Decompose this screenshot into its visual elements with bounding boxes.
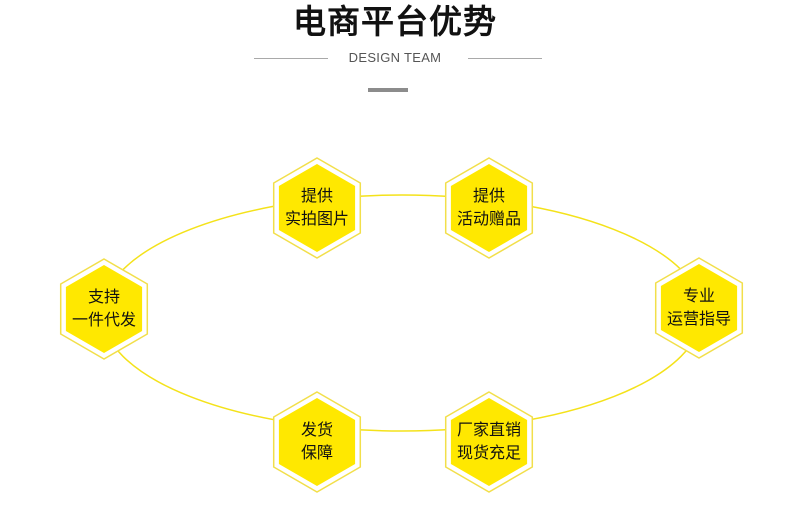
node-line1: 提供 (472, 186, 505, 205)
hex-fill-dropship (65, 265, 143, 353)
hex-fill-gifts (450, 164, 528, 252)
node-line2: 实拍图片 (284, 209, 349, 228)
node-label-direct: 厂家直销 现货充足 (434, 418, 544, 464)
node-label-shipping: 发货 保障 (262, 418, 372, 464)
node-line1: 提供 (300, 186, 333, 205)
node-label-gifts: 提供 活动赠品 (434, 184, 544, 230)
node-line2: 运营指导 (666, 309, 731, 328)
connecting-ring (101, 194, 703, 432)
hex-fill-guidance (660, 264, 738, 352)
node-line1: 厂家直销 (456, 420, 521, 439)
node-line1: 发货 (300, 420, 333, 439)
hex-fill-direct (450, 398, 528, 486)
node-line2: 保障 (300, 443, 333, 462)
hexagon-layer (59, 157, 744, 493)
hex-fill-shipping (278, 398, 356, 486)
node-line1: 支持 (87, 287, 120, 306)
node-label-photos: 提供 实拍图片 (262, 184, 372, 230)
node-line1: 专业 (682, 286, 715, 305)
subtitle-row: DESIGN TEAM (0, 48, 790, 68)
subtitle-right-line (468, 58, 542, 59)
node-line2: 活动赠品 (456, 209, 521, 228)
subtitle-left-line (254, 58, 328, 59)
node-label-guidance: 专业 运营指导 (644, 284, 754, 330)
node-label-dropship: 支持 一件代发 (49, 285, 159, 331)
hex-fill-photos (278, 164, 356, 252)
node-line2: 一件代发 (71, 310, 136, 329)
page-title: 电商平台优势 (293, 2, 497, 41)
subtitle: DESIGN TEAM (348, 50, 442, 65)
node-line2: 现货充足 (456, 443, 521, 462)
title-divider-bar (368, 88, 408, 92)
